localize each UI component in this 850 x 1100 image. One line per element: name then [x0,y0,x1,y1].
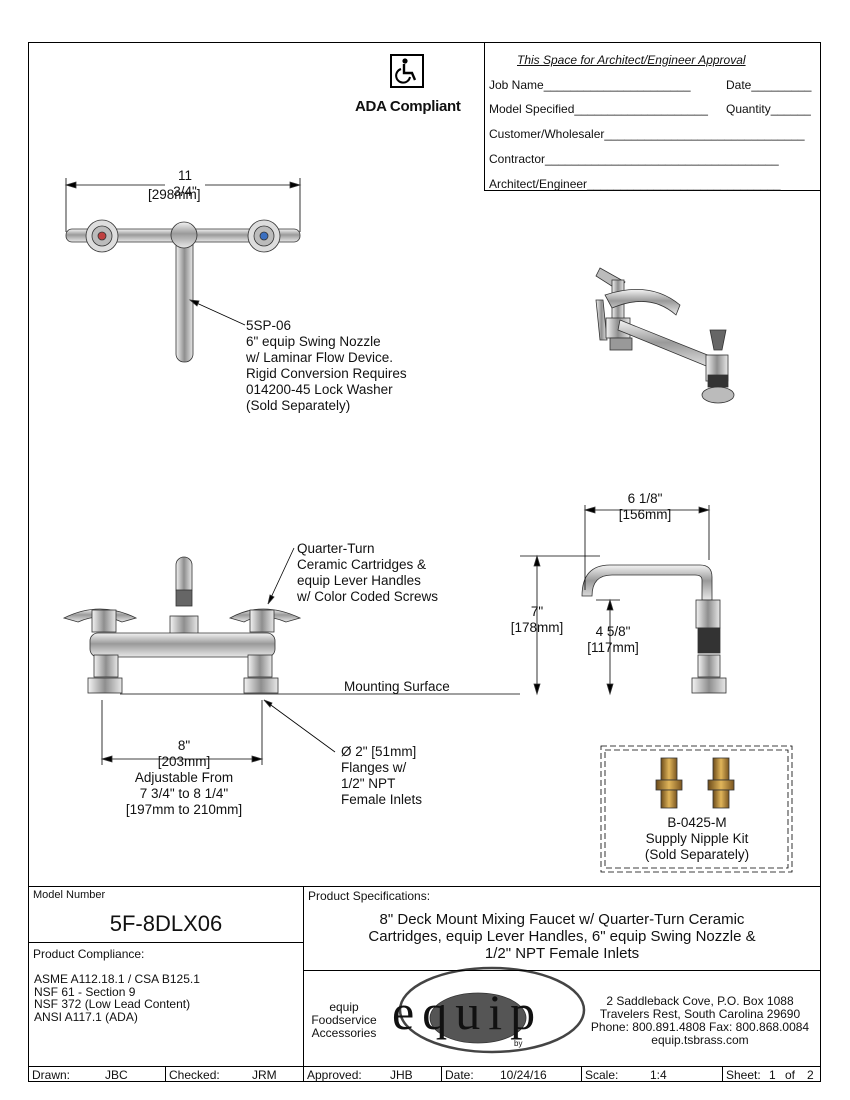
specs-cell: Product Specifications: 8" Deck Mount Mi… [303,886,821,971]
ada-label: ADA Compliant [355,98,461,115]
approval-box: This Space for Architect/Engineer Approv… [484,42,821,191]
height-dimension: 7" [178mm] [510,604,564,635]
job-name-label: Job Name______________________ [489,78,691,92]
equip-logo: equip [392,984,544,1040]
mounting-surface-label: Mounting Surface [344,679,450,694]
sheet-cell: Sheet: 1 of 2 [722,1066,821,1082]
approval-title: This Space for Architect/Engineer Approv… [517,53,746,67]
specs-text: 8" Deck Mount Mixing Faucet w/ Quarter-T… [368,911,756,962]
drawn-cell: Drawn: JBC [28,1066,166,1082]
architect-label: Architect/Engineer______________________… [489,177,781,191]
equip-logo-swirl [398,966,586,1054]
top-view [64,178,302,363]
contractor-label: Contractor______________________________… [489,152,779,166]
checked-cell: Checked: JRM [165,1066,304,1082]
top-dim-in: 11 3/4" [165,168,205,200]
model-number-label: Model Number [33,889,106,901]
front-view [62,547,520,765]
date-label: Date_________ [726,78,812,92]
model-number-cell: Model Number 5F-8DLX06 [28,886,304,943]
side-view [520,505,727,696]
model-specified-label: Model Specified____________________ [489,102,708,116]
specs-label: Product Specifications: [308,889,431,903]
scale-cell: Scale: 1:4 [581,1066,723,1082]
nipple-kit-label: B-0425-M Supply Nipple Kit (Sold Separat… [644,815,750,862]
wheelchair-icon [390,54,424,88]
model-number-value: 5F-8DLX06 [109,911,223,936]
tsbrass-logo: by [514,1039,523,1048]
nipple-kit-drawing [600,745,793,873]
customer-label: Customer/Wholesaler_____________________… [489,127,805,141]
width-dimension: 8" [203mm] Adjustable From 7 3/4" to 8 1… [125,738,243,817]
compliance-label: Product Compliance: [33,947,145,961]
reach-dimension: 6 1/8" [156mm] [618,491,672,522]
isometric-view [595,267,735,404]
spout-dimension: 4 5/8" [117mm] [587,624,639,655]
quantity-label: Quantity______ [726,102,811,116]
compliance-cell: Product Compliance: ASME A112.18.1 / CSA… [28,942,304,1067]
top-dim-mm: [298mm] [148,187,201,202]
approved-cell: Approved: JHB [303,1066,442,1082]
date-cell: Date: 10/24/16 [441,1066,582,1082]
